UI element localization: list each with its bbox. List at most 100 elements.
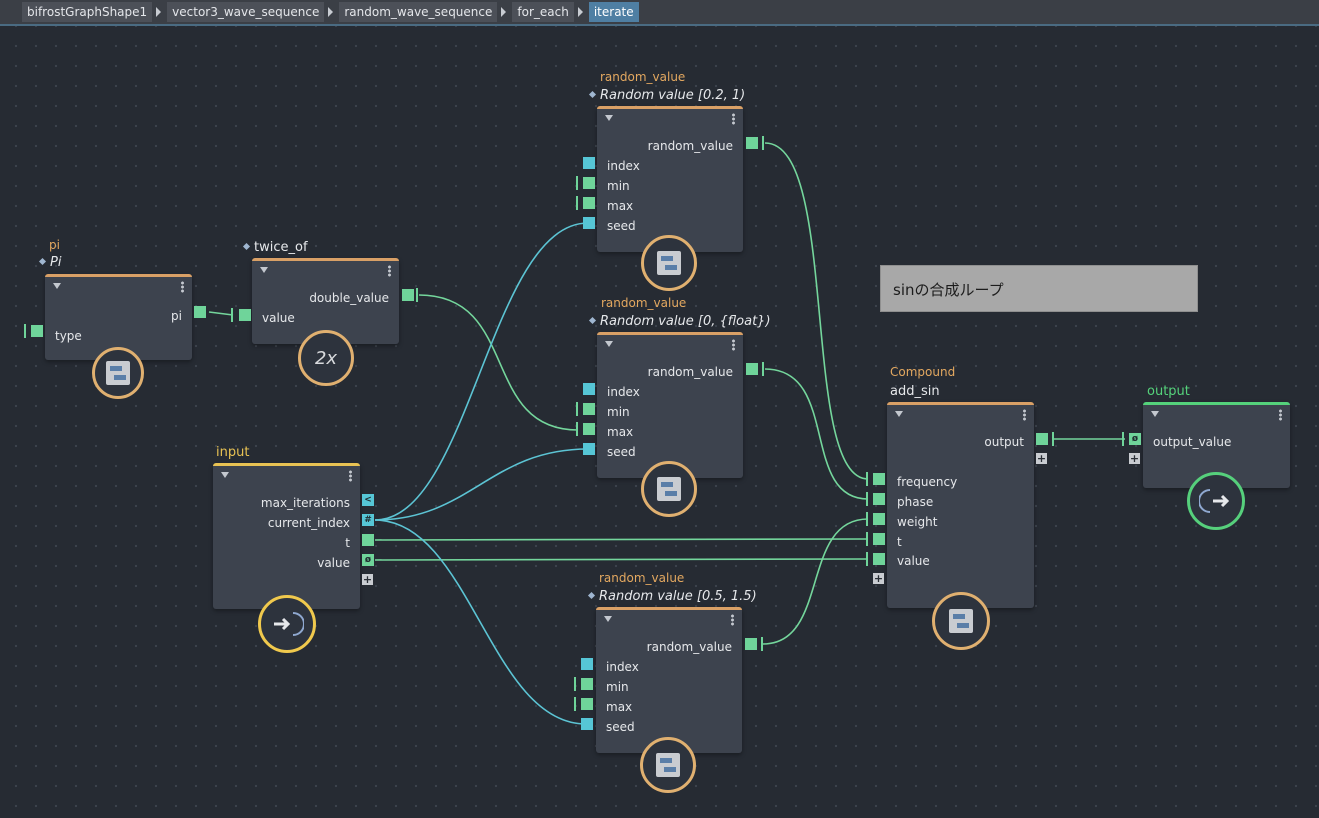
node-menu-icon[interactable]: [349, 470, 352, 482]
port-label-index: index: [606, 660, 639, 674]
port-label-type: type: [55, 329, 82, 343]
twice-of-badge[interactable]: 2x: [298, 330, 354, 386]
value-input-port[interactable]: [873, 553, 885, 565]
twice-of-node[interactable]: double_value value: [252, 258, 399, 344]
node-menu-icon[interactable]: [732, 113, 735, 125]
random3-index-port[interactable]: [581, 658, 593, 670]
add-port-icon[interactable]: +: [362, 573, 373, 586]
phase-input-port[interactable]: [873, 493, 885, 505]
random2-badge[interactable]: [641, 461, 697, 517]
port-label-min: min: [607, 179, 630, 193]
add-port-icon[interactable]: +: [873, 572, 884, 585]
random3-min-bar: [574, 677, 576, 691]
add-port-icon[interactable]: +: [1036, 452, 1047, 465]
random1-max-port[interactable]: [583, 197, 595, 209]
value-output-port[interactable]: ø: [362, 554, 374, 566]
add-sin-badge[interactable]: [932, 592, 990, 650]
double-value-output-port[interactable]: [402, 289, 414, 301]
compound-icon: [656, 753, 680, 777]
weight-input-port[interactable]: [873, 513, 885, 525]
frequency-input-port[interactable]: [873, 473, 885, 485]
breadcrumb-item-random-wave[interactable]: random_wave_sequence: [339, 2, 498, 22]
t-output-port[interactable]: [362, 534, 374, 546]
random3-badge[interactable]: [640, 737, 696, 793]
random2-seed-port[interactable]: [583, 443, 595, 455]
collapse-icon[interactable]: [895, 411, 903, 417]
node-menu-icon[interactable]: [1023, 409, 1026, 421]
double-value-output-bar: [416, 288, 418, 302]
random2-node[interactable]: random_value index min max seed: [597, 332, 743, 478]
sticky-note[interactable]: sinの合成ループ: [880, 265, 1198, 312]
add-sin-output-port[interactable]: [1036, 433, 1048, 445]
breadcrumb-item-iterate[interactable]: iterate: [588, 2, 639, 22]
random1-index-port[interactable]: [583, 157, 595, 169]
random2-min-port[interactable]: [583, 403, 595, 415]
port-label-index: index: [607, 385, 640, 399]
random1-node[interactable]: random_value index min max seed: [597, 106, 743, 252]
random3-output-port[interactable]: [745, 638, 757, 650]
wire-random2-to-phase: [764, 368, 869, 500]
type-input-port[interactable]: [31, 325, 43, 337]
value-input-port[interactable]: [239, 309, 251, 321]
t-input-port[interactable]: [873, 533, 885, 545]
random3-seed-port[interactable]: [581, 718, 593, 730]
pin-icon: [588, 316, 597, 325]
output-node-name: output: [1147, 384, 1190, 399]
random3-max-port[interactable]: [581, 698, 593, 710]
port-label-seed: seed: [607, 219, 636, 233]
collapse-icon[interactable]: [605, 341, 613, 347]
pi-node[interactable]: pi type: [45, 274, 192, 360]
breadcrumb-item-vector3[interactable]: vector3_wave_sequence: [167, 2, 325, 22]
pi-output-port[interactable]: [194, 306, 206, 318]
port-label-output: output: [984, 435, 1024, 449]
add-sin-node[interactable]: output frequency phase weight t value: [887, 402, 1034, 608]
port-label-index: index: [607, 159, 640, 173]
pi-compound-badge[interactable]: [92, 347, 144, 399]
node-menu-icon[interactable]: [181, 281, 184, 293]
port-label-seed: seed: [606, 720, 635, 734]
random1-badge[interactable]: [641, 235, 697, 291]
random2-index-port[interactable]: [583, 383, 595, 395]
input-node[interactable]: max_iterations current_index t value: [213, 463, 360, 609]
compound-icon: [657, 477, 681, 501]
node-menu-icon[interactable]: [388, 265, 391, 277]
compound-icon: [657, 251, 681, 275]
random1-min-port[interactable]: [583, 177, 595, 189]
port-label-current-index: current_index: [267, 516, 350, 530]
output-badge[interactable]: [1187, 472, 1245, 530]
max-iterations-port[interactable]: <: [362, 494, 374, 506]
add-port-icon[interactable]: +: [1129, 452, 1140, 465]
random3-min-port[interactable]: [581, 678, 593, 690]
node-menu-icon[interactable]: [732, 339, 735, 351]
output-value-input-port[interactable]: ø: [1129, 433, 1141, 445]
collapse-icon[interactable]: [604, 616, 612, 622]
node-menu-icon[interactable]: [731, 614, 734, 626]
collapse-icon[interactable]: [221, 472, 229, 478]
random1-node-type: random_value: [600, 70, 686, 84]
random2-output-port[interactable]: [746, 363, 758, 375]
wire-double-to-max2: [418, 294, 579, 431]
input-badge[interactable]: [258, 595, 316, 653]
current-index-port[interactable]: #: [362, 514, 374, 526]
node-menu-icon[interactable]: [1279, 409, 1282, 421]
frequency-input-bar: [866, 472, 868, 486]
phase-input-bar: [866, 492, 868, 506]
port-label-t: t: [345, 536, 350, 550]
breadcrumb-separator-icon: [577, 7, 583, 17]
pi-node-type: pi: [49, 238, 60, 252]
collapse-icon[interactable]: [260, 267, 268, 273]
collapse-icon[interactable]: [605, 115, 613, 121]
random3-node[interactable]: random_value index min max seed: [596, 607, 742, 753]
collapse-icon[interactable]: [1151, 411, 1159, 417]
collapse-icon[interactable]: [53, 283, 61, 289]
random1-seed-port[interactable]: [583, 217, 595, 229]
random1-output-port[interactable]: [746, 137, 758, 149]
output-arrow-icon: [1199, 489, 1230, 513]
breadcrumb-item-graph[interactable]: bifrostGraphShape1: [22, 2, 153, 22]
add-sin-node-name: add_sin: [890, 384, 940, 399]
breadcrumb-item-for-each[interactable]: for_each: [512, 2, 574, 22]
port-label-max-iterations: max_iterations: [260, 496, 350, 510]
random2-max-port[interactable]: [583, 423, 595, 435]
random1-output-bar: [762, 136, 764, 150]
